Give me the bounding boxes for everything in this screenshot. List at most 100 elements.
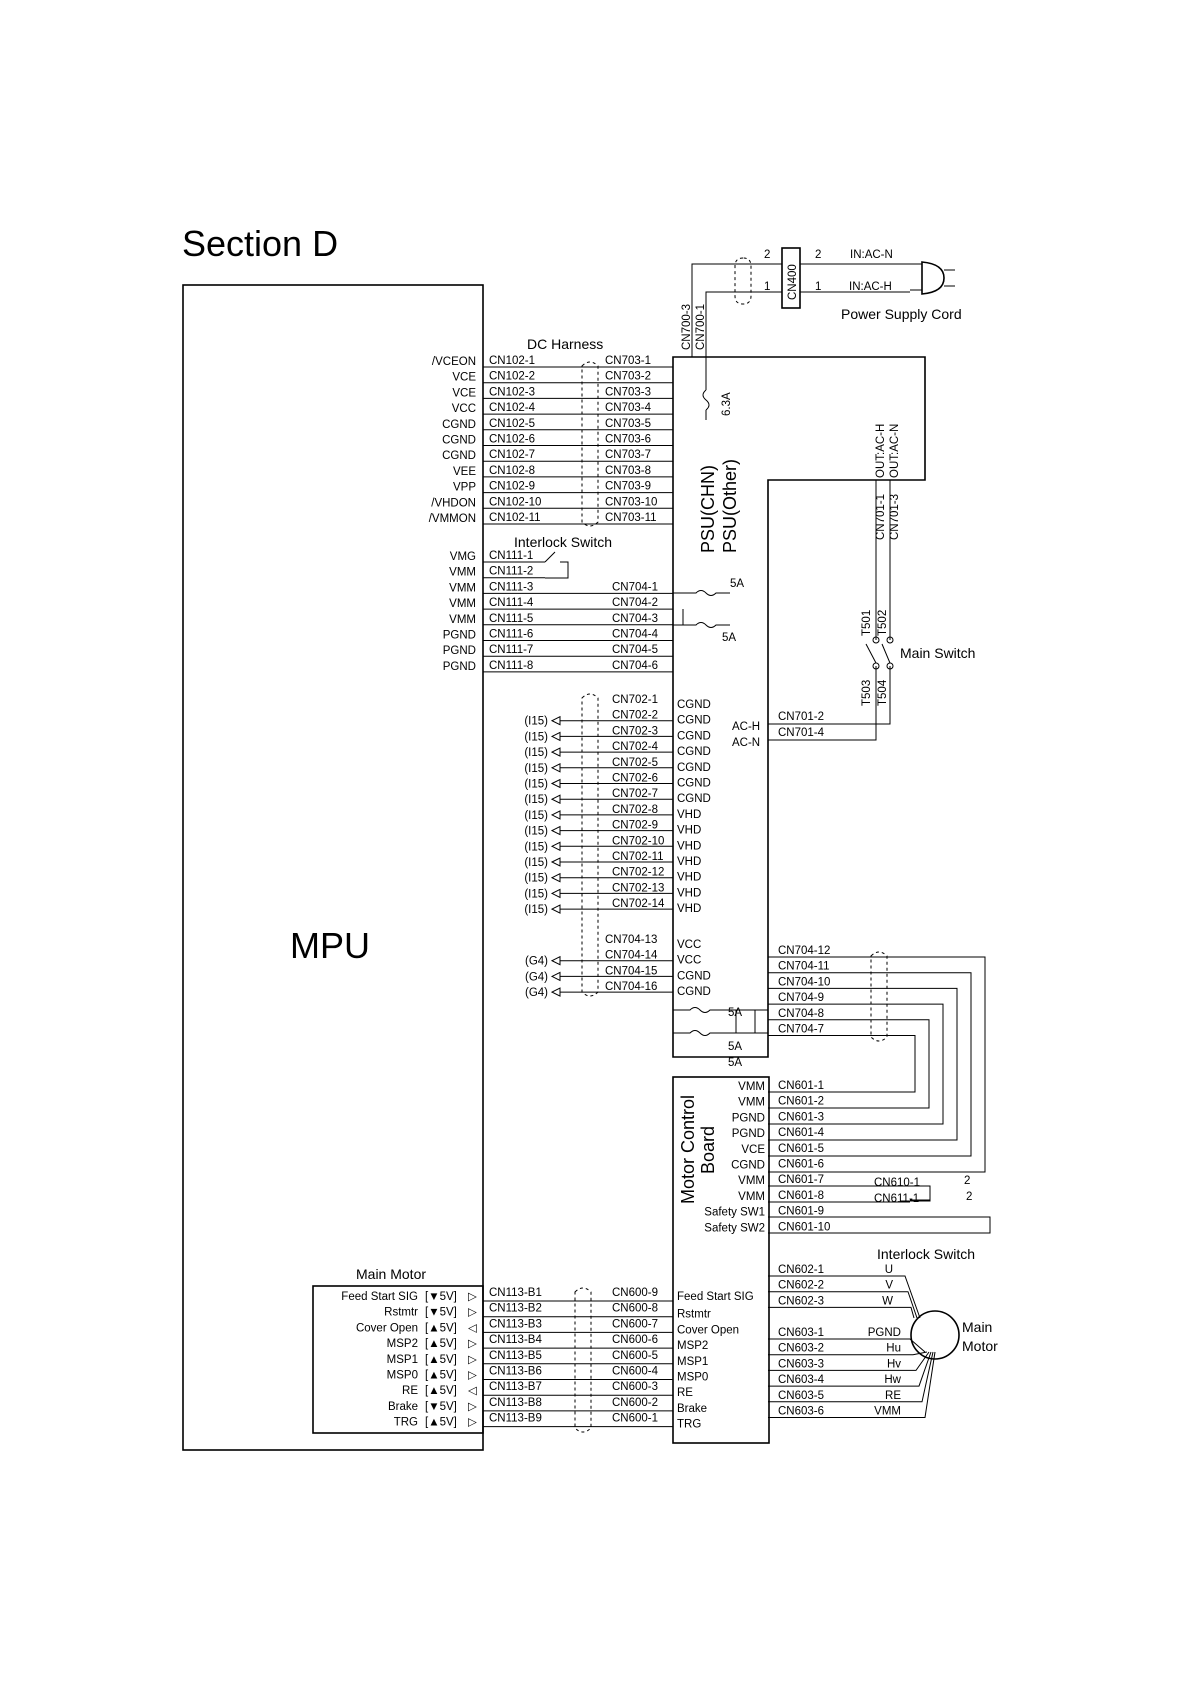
cn702-pin-label: CN702-11 (612, 851, 664, 863)
cn601-pin-label: CN601-3 (778, 1111, 824, 1123)
cn600-pin-label: CN600-6 (612, 1334, 658, 1346)
interlock-switch-label: Interlock Switch (514, 534, 612, 550)
cn704-to-cn601-wire (768, 1019, 930, 1109)
signal-direction-icon: ▷ (468, 1401, 478, 1413)
cn102-signal-label: VPP (453, 482, 476, 494)
cn603-signal-label: VMM (874, 1406, 901, 1418)
cn600-pin-label: CN600-1 (612, 1413, 658, 1425)
cn111-signal-label: VMM (449, 614, 476, 626)
cn600-signal-label: Cover Open (677, 1324, 739, 1336)
left-arrow-icon (550, 841, 561, 852)
left-arrow-icon (550, 794, 561, 805)
cn704-pin-label: CN704-16 (605, 981, 657, 993)
cn601-pin-label: CN601-7 (778, 1174, 824, 1186)
power-supply-cord-label: Power Supply Cord (841, 306, 962, 322)
cn703-pin-label: CN703-11 (605, 512, 657, 524)
cn702-ref-label: (I15) (524, 779, 548, 791)
cn102-signal-label: /VMMON (429, 513, 476, 525)
cn603-signal-label: RE (885, 1390, 901, 1402)
motor-signal-label: MSP0 (387, 1370, 418, 1382)
cn702-signal-label: CGND (677, 715, 711, 727)
cn111-signal-label: VMM (449, 582, 476, 594)
t502-label: T502 (877, 610, 889, 636)
cn702-signal-label: CGND (677, 699, 711, 711)
cn702-ref-label: (I15) (524, 904, 548, 916)
main-motor-signal-box (312, 1285, 484, 1434)
cn702-pin-label: CN702-8 (612, 804, 658, 816)
left-arrow-icon (550, 971, 561, 982)
cn704-right-pin-label: CN704-7 (778, 1024, 824, 1036)
cn601-safety-wire (768, 1185, 991, 1234)
cn603-wire (768, 1351, 932, 1387)
ac-h-label: AC-H (732, 721, 760, 733)
cn704-signal-label: CGND (677, 970, 711, 982)
cn600-signal-label: MSP0 (677, 1372, 708, 1384)
cn704-ref-label: (G4) (525, 987, 548, 999)
motor-level-label: [▼5V] (425, 1291, 457, 1303)
cn704-right-pin-label: CN704-10 (778, 976, 830, 988)
fuse-5a-label: 5A (730, 578, 744, 590)
cn111-signal-label: PGND (443, 645, 476, 657)
cn702-pin-label: CN702-6 (612, 773, 658, 785)
cn702-ref-label: (I15) (524, 857, 548, 869)
cn702-signal-label: VHD (677, 872, 701, 884)
fuse-5a-label: 5A (728, 1007, 742, 1019)
cn704-pin-label: CN704-6 (612, 660, 658, 672)
cn601-pin-label: CN601-9 (778, 1206, 824, 1218)
ac-n-label: AC-N (732, 737, 760, 749)
cn602-signal-label: U (885, 1264, 893, 1276)
main-motor-box-title: Main Motor (356, 1266, 426, 1282)
cn602-signal-label: V (885, 1280, 893, 1292)
cn600-signal-label: RE (677, 1387, 693, 1399)
cn603-pin-label: CN603-4 (778, 1374, 825, 1386)
left-arrow-icon (550, 778, 561, 789)
cn600-pin-label: CN600-5 (612, 1350, 658, 1362)
cn400-box (781, 247, 801, 309)
cn102-pin-label: CN102-10 (489, 496, 541, 508)
cn703-pin-label: CN703-1 (605, 355, 651, 367)
cn102-signal-label: CGND (442, 419, 476, 431)
cn600-signal-label: Feed Start SIG (677, 1291, 754, 1303)
cn702-pin-label: CN702-7 (612, 788, 658, 800)
cn704-ref-label: (G4) (525, 956, 548, 968)
cn702-signal-label: CGND (677, 746, 711, 758)
cn704-signal-label: CGND (677, 986, 711, 998)
cn702-pin-label: CN702-5 (612, 757, 658, 769)
cn602-pin-label: CN602-3 (778, 1295, 824, 1307)
cn113-pin-label: CN113-B1 (489, 1287, 542, 1299)
cn102-pin-label: CN102-7 (489, 449, 535, 461)
cn703-pin-label: CN703-7 (605, 449, 651, 461)
cn703-pin-label: CN703-8 (605, 465, 651, 477)
motor-signal-label: MSP2 (387, 1338, 418, 1350)
motor-signal-label: Feed Start SIG (341, 1291, 418, 1303)
out-ac-h: OUT:AC-H (875, 424, 887, 478)
cn703-pin-label: CN703-4 (605, 402, 652, 414)
signal-direction-icon: ▷ (468, 1338, 478, 1350)
cn400-pin2-right: 2 (815, 249, 821, 261)
left-arrow-icon (550, 955, 561, 966)
cn102-pin-label: CN102-1 (489, 355, 535, 367)
motor-control-board-box (672, 1076, 770, 1444)
cn600-pin-label: CN600-7 (612, 1318, 658, 1330)
cn704-pin-label: CN704-3 (612, 613, 658, 625)
left-arrow-icon (550, 747, 561, 757)
cn702-pin-label: CN702-13 (612, 882, 664, 894)
cn702-ref-label: (I15) (524, 826, 548, 838)
cn700-1-label: CN700-1 (695, 304, 707, 350)
cn703-pin-label: CN703-10 (605, 496, 657, 508)
cn603-pin-label: CN603-5 (778, 1390, 824, 1402)
motor-signal-label: Rstmtr (384, 1307, 418, 1319)
cn601-pin-label: CN601-8 (778, 1190, 824, 1202)
signal-direction-icon: ▷ (468, 1354, 478, 1366)
cn702-ref-label: (I15) (524, 841, 548, 853)
left-arrow-icon (550, 888, 561, 899)
cn603-wire (768, 1338, 926, 1353)
psu-label-chn: PSU(CHN) (698, 465, 718, 553)
in-ac-n: IN:AC-N (850, 249, 893, 261)
cn701-4-label: CN701-4 (778, 727, 825, 739)
cn702-signal-label: VHD (677, 809, 701, 821)
cn702-ref-label: (I15) (524, 873, 548, 885)
cn102-signal-label: VCC (452, 403, 476, 415)
cn611-label: CN611-1 (874, 1193, 919, 1205)
cn600-pin-label: CN600-3 (612, 1381, 658, 1393)
